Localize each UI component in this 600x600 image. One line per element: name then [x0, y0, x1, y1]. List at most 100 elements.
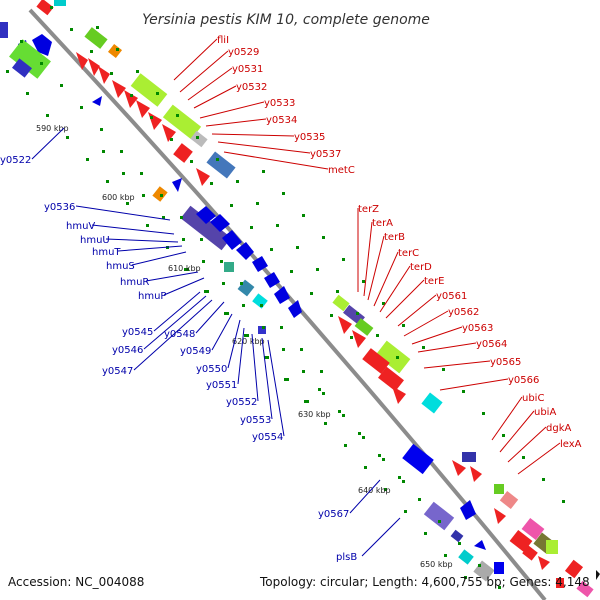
gene-block[interactable]: [36, 0, 54, 16]
gene-arrow[interactable]: [470, 466, 482, 482]
gene-label[interactable]: y0532: [236, 82, 267, 93]
gene-label[interactable]: lexA: [560, 439, 582, 450]
gene-block[interactable]: [499, 490, 519, 510]
gene-block[interactable]: [509, 529, 533, 553]
gene-arrow[interactable]: [452, 460, 466, 476]
gene-block[interactable]: [576, 580, 594, 598]
gene-arrow[interactable]: [538, 556, 550, 570]
gene-label[interactable]: ubiA: [534, 407, 556, 418]
gene-block[interactable]: [252, 293, 268, 309]
gene-label[interactable]: y0565: [490, 357, 521, 368]
gene-arrow[interactable]: [32, 34, 52, 56]
gene-arrow[interactable]: [474, 540, 486, 550]
gene-label[interactable]: y0561: [436, 291, 467, 302]
gene-label[interactable]: y0566: [508, 375, 539, 386]
gene-label[interactable]: y0533: [264, 98, 295, 109]
gene-block[interactable]: [54, 0, 66, 6]
gene-block[interactable]: [494, 484, 504, 494]
gene-block[interactable]: [375, 340, 411, 374]
gene-label[interactable]: hmuT: [92, 247, 121, 258]
gene-block[interactable]: [462, 452, 476, 462]
gene-block[interactable]: [224, 262, 234, 272]
gene-arrow[interactable]: [112, 80, 126, 98]
gene-block[interactable]: [564, 559, 584, 579]
gene-arrow[interactable]: [236, 242, 254, 260]
gene-label[interactable]: terE: [424, 276, 445, 287]
gene-arrow[interactable]: [222, 230, 242, 250]
gene-label[interactable]: hmuV: [66, 221, 95, 232]
gene-block[interactable]: [258, 326, 266, 334]
gene-label[interactable]: hmuS: [106, 261, 135, 272]
gene-label[interactable]: hmuU: [80, 235, 110, 246]
gene-arrow[interactable]: [494, 508, 506, 524]
gene-label[interactable]: fliI: [217, 35, 229, 46]
gene-label[interactable]: terC: [398, 248, 419, 259]
gene-arrow[interactable]: [210, 214, 230, 232]
gene-label[interactable]: terD: [410, 262, 432, 273]
gene-label[interactable]: y0535: [294, 132, 325, 143]
gene-block[interactable]: [362, 348, 390, 374]
gene-arrow[interactable]: [596, 570, 600, 580]
gene-block[interactable]: [546, 540, 558, 554]
gene-block[interactable]: [378, 366, 404, 392]
gene-arrow[interactable]: [92, 96, 102, 106]
gene-block[interactable]: [421, 392, 443, 414]
gene-block[interactable]: [130, 73, 168, 107]
gene-block[interactable]: [521, 517, 545, 541]
gene-label[interactable]: dgkA: [546, 423, 571, 434]
gene-arrow[interactable]: [338, 316, 352, 334]
gene-block[interactable]: [12, 58, 32, 78]
gene-label[interactable]: y0567: [318, 509, 349, 520]
gene-label[interactable]: y0545: [122, 327, 153, 338]
gene-arrow[interactable]: [352, 330, 366, 348]
gene-arrow[interactable]: [98, 66, 110, 84]
gene-label[interactable]: y0522: [0, 155, 31, 166]
gene-label[interactable]: hmuP: [138, 291, 166, 302]
gene-block[interactable]: [332, 294, 350, 312]
gene-label[interactable]: y0536: [44, 202, 75, 213]
gene-arrow[interactable]: [274, 286, 290, 304]
gene-label[interactable]: terB: [384, 232, 405, 243]
gene-label[interactable]: plsB: [336, 552, 357, 563]
gene-label[interactable]: y0553: [240, 415, 271, 426]
gene-label[interactable]: y0546: [112, 345, 143, 356]
gene-arrow[interactable]: [136, 100, 150, 118]
gene-arrow[interactable]: [196, 206, 216, 224]
gene-label[interactable]: y0531: [232, 64, 263, 75]
gene-label[interactable]: y0554: [252, 432, 283, 443]
gene-block[interactable]: [84, 27, 108, 49]
gene-arrow[interactable]: [252, 256, 268, 272]
gene-label[interactable]: hmuR: [120, 277, 149, 288]
gene-block[interactable]: [0, 22, 8, 38]
gene-arrow[interactable]: [460, 500, 476, 520]
gene-label[interactable]: y0534: [266, 115, 297, 126]
gene-arrow[interactable]: [162, 124, 176, 142]
gene-label[interactable]: y0548: [164, 329, 195, 340]
gene-block[interactable]: [556, 578, 564, 588]
gene-label[interactable]: terZ: [358, 204, 379, 215]
gene-block[interactable]: [450, 529, 464, 543]
gene-label[interactable]: ubiC: [522, 393, 544, 404]
gene-label[interactable]: y0564: [476, 339, 507, 350]
gene-arrow[interactable]: [288, 300, 302, 318]
gene-block[interactable]: [494, 562, 504, 574]
gene-block[interactable]: [173, 143, 193, 163]
gene-label[interactable]: y0562: [448, 307, 479, 318]
gene-label[interactable]: y0552: [226, 397, 257, 408]
gene-label[interactable]: y0529: [228, 47, 259, 58]
gene-block[interactable]: [180, 205, 232, 251]
gene-label[interactable]: y0549: [180, 346, 211, 357]
gene-block[interactable]: [402, 443, 434, 475]
gene-label[interactable]: y0551: [206, 380, 237, 391]
gene-arrow[interactable]: [76, 52, 88, 70]
gene-block[interactable]: [9, 39, 51, 79]
gene-block[interactable]: [206, 151, 236, 179]
gene-block[interactable]: [458, 549, 474, 565]
gene-arrow[interactable]: [392, 386, 406, 404]
gene-block[interactable]: [107, 43, 123, 59]
gene-arrow[interactable]: [172, 178, 182, 192]
gene-label[interactable]: y0550: [196, 364, 227, 375]
gene-arrow[interactable]: [148, 112, 162, 130]
gene-label[interactable]: y0547: [102, 366, 133, 377]
gene-arrow[interactable]: [196, 168, 210, 186]
